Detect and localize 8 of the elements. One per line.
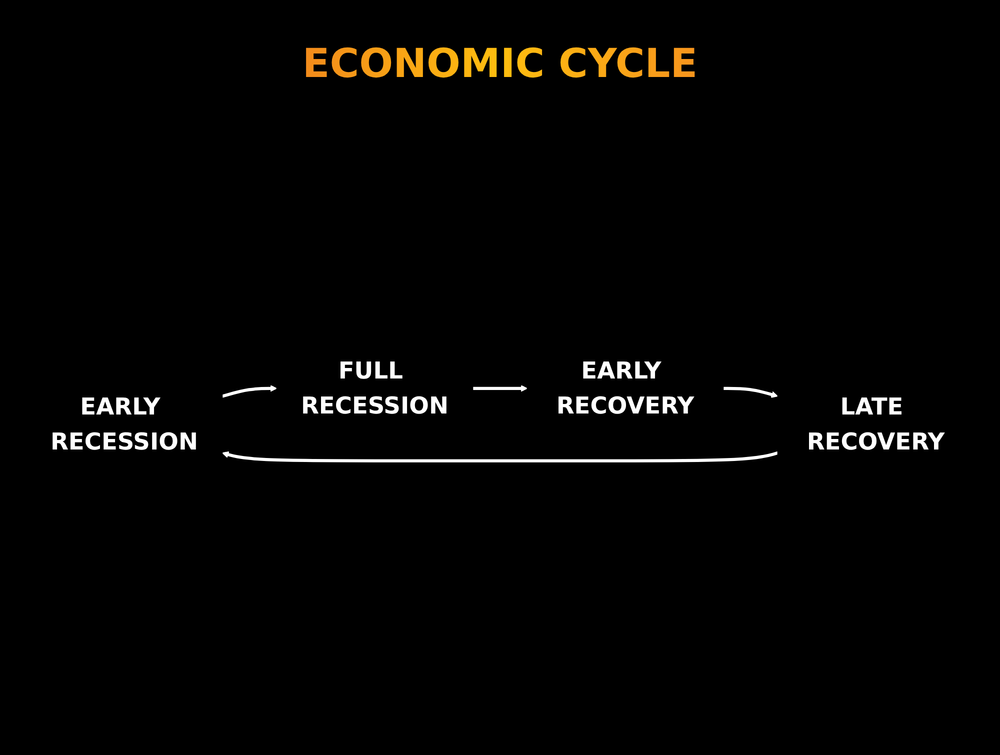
arrow <box>723 386 778 398</box>
node-text: FULL RECESSION <box>300 357 449 420</box>
node-text: EARLY RECOVERY <box>556 357 694 420</box>
arrow <box>472 385 528 392</box>
arrow <box>222 451 778 462</box>
node-text: LATE RECOVERY <box>806 393 945 456</box>
arrow <box>222 385 278 398</box>
node-text: EARLY RECESSION <box>50 393 198 456</box>
